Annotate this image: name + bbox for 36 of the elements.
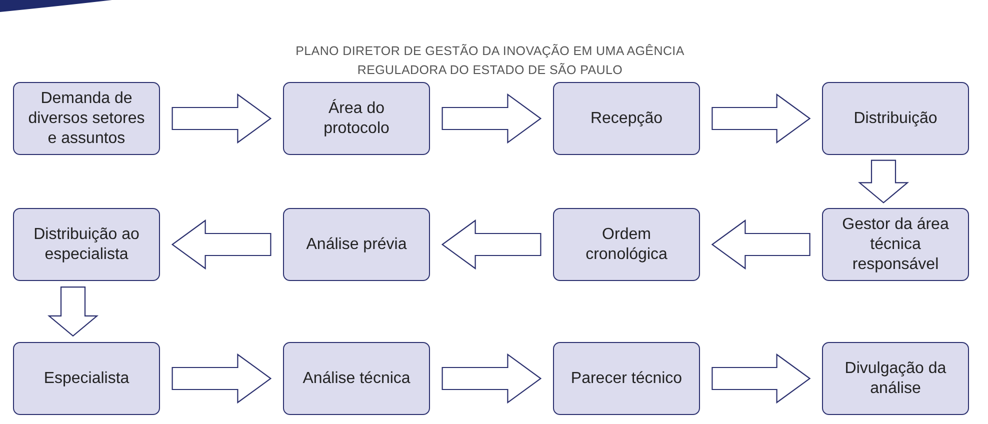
block-arrow [172, 353, 272, 404]
block-arrow [442, 353, 542, 404]
box-label: Análise prévia [306, 234, 407, 254]
process-box [13, 82, 160, 155]
box-label: Área do protocolo [322, 98, 390, 138]
block-arrow [441, 219, 542, 270]
block-arrow [442, 93, 542, 144]
box-label: Distribuição [854, 108, 938, 128]
block-arrow [858, 160, 910, 204]
process-box [283, 208, 430, 281]
process-box [553, 342, 700, 415]
process-box [13, 342, 160, 415]
box-label: Recepção [590, 108, 663, 128]
box-label: Distribuição ao especialista [32, 224, 140, 264]
process-box [283, 82, 430, 155]
block-arrow [172, 93, 272, 144]
box-label: Ordem cronológica [584, 224, 668, 264]
box-label: Parecer técnico [570, 368, 682, 388]
process-box [822, 208, 969, 281]
box-label: Demanda de diversos setores e assuntos [28, 88, 145, 148]
block-arrow [712, 353, 811, 404]
block-arrow [712, 93, 811, 144]
box-label: Análise técnica [302, 368, 410, 388]
diagram-title: PLANO DIRETOR DE GESTÃO DA INOVAÇÃO EM UMA AGÊNCIA REGULADORA DO ESTADO DE SÃO PAULO [294, 43, 686, 79]
process-box [283, 342, 430, 415]
block-arrow [47, 286, 99, 337]
box-label: Divulgação da análise [844, 358, 948, 398]
block-arrow [711, 219, 810, 270]
block-arrow [171, 219, 272, 270]
process-box [553, 82, 700, 155]
process-box [553, 208, 700, 281]
box-label: Gestor da área técnica responsável [841, 214, 950, 274]
process-box [13, 208, 160, 281]
process-box [822, 342, 969, 415]
box-label: Especialista [44, 368, 130, 388]
process-box [822, 82, 969, 155]
